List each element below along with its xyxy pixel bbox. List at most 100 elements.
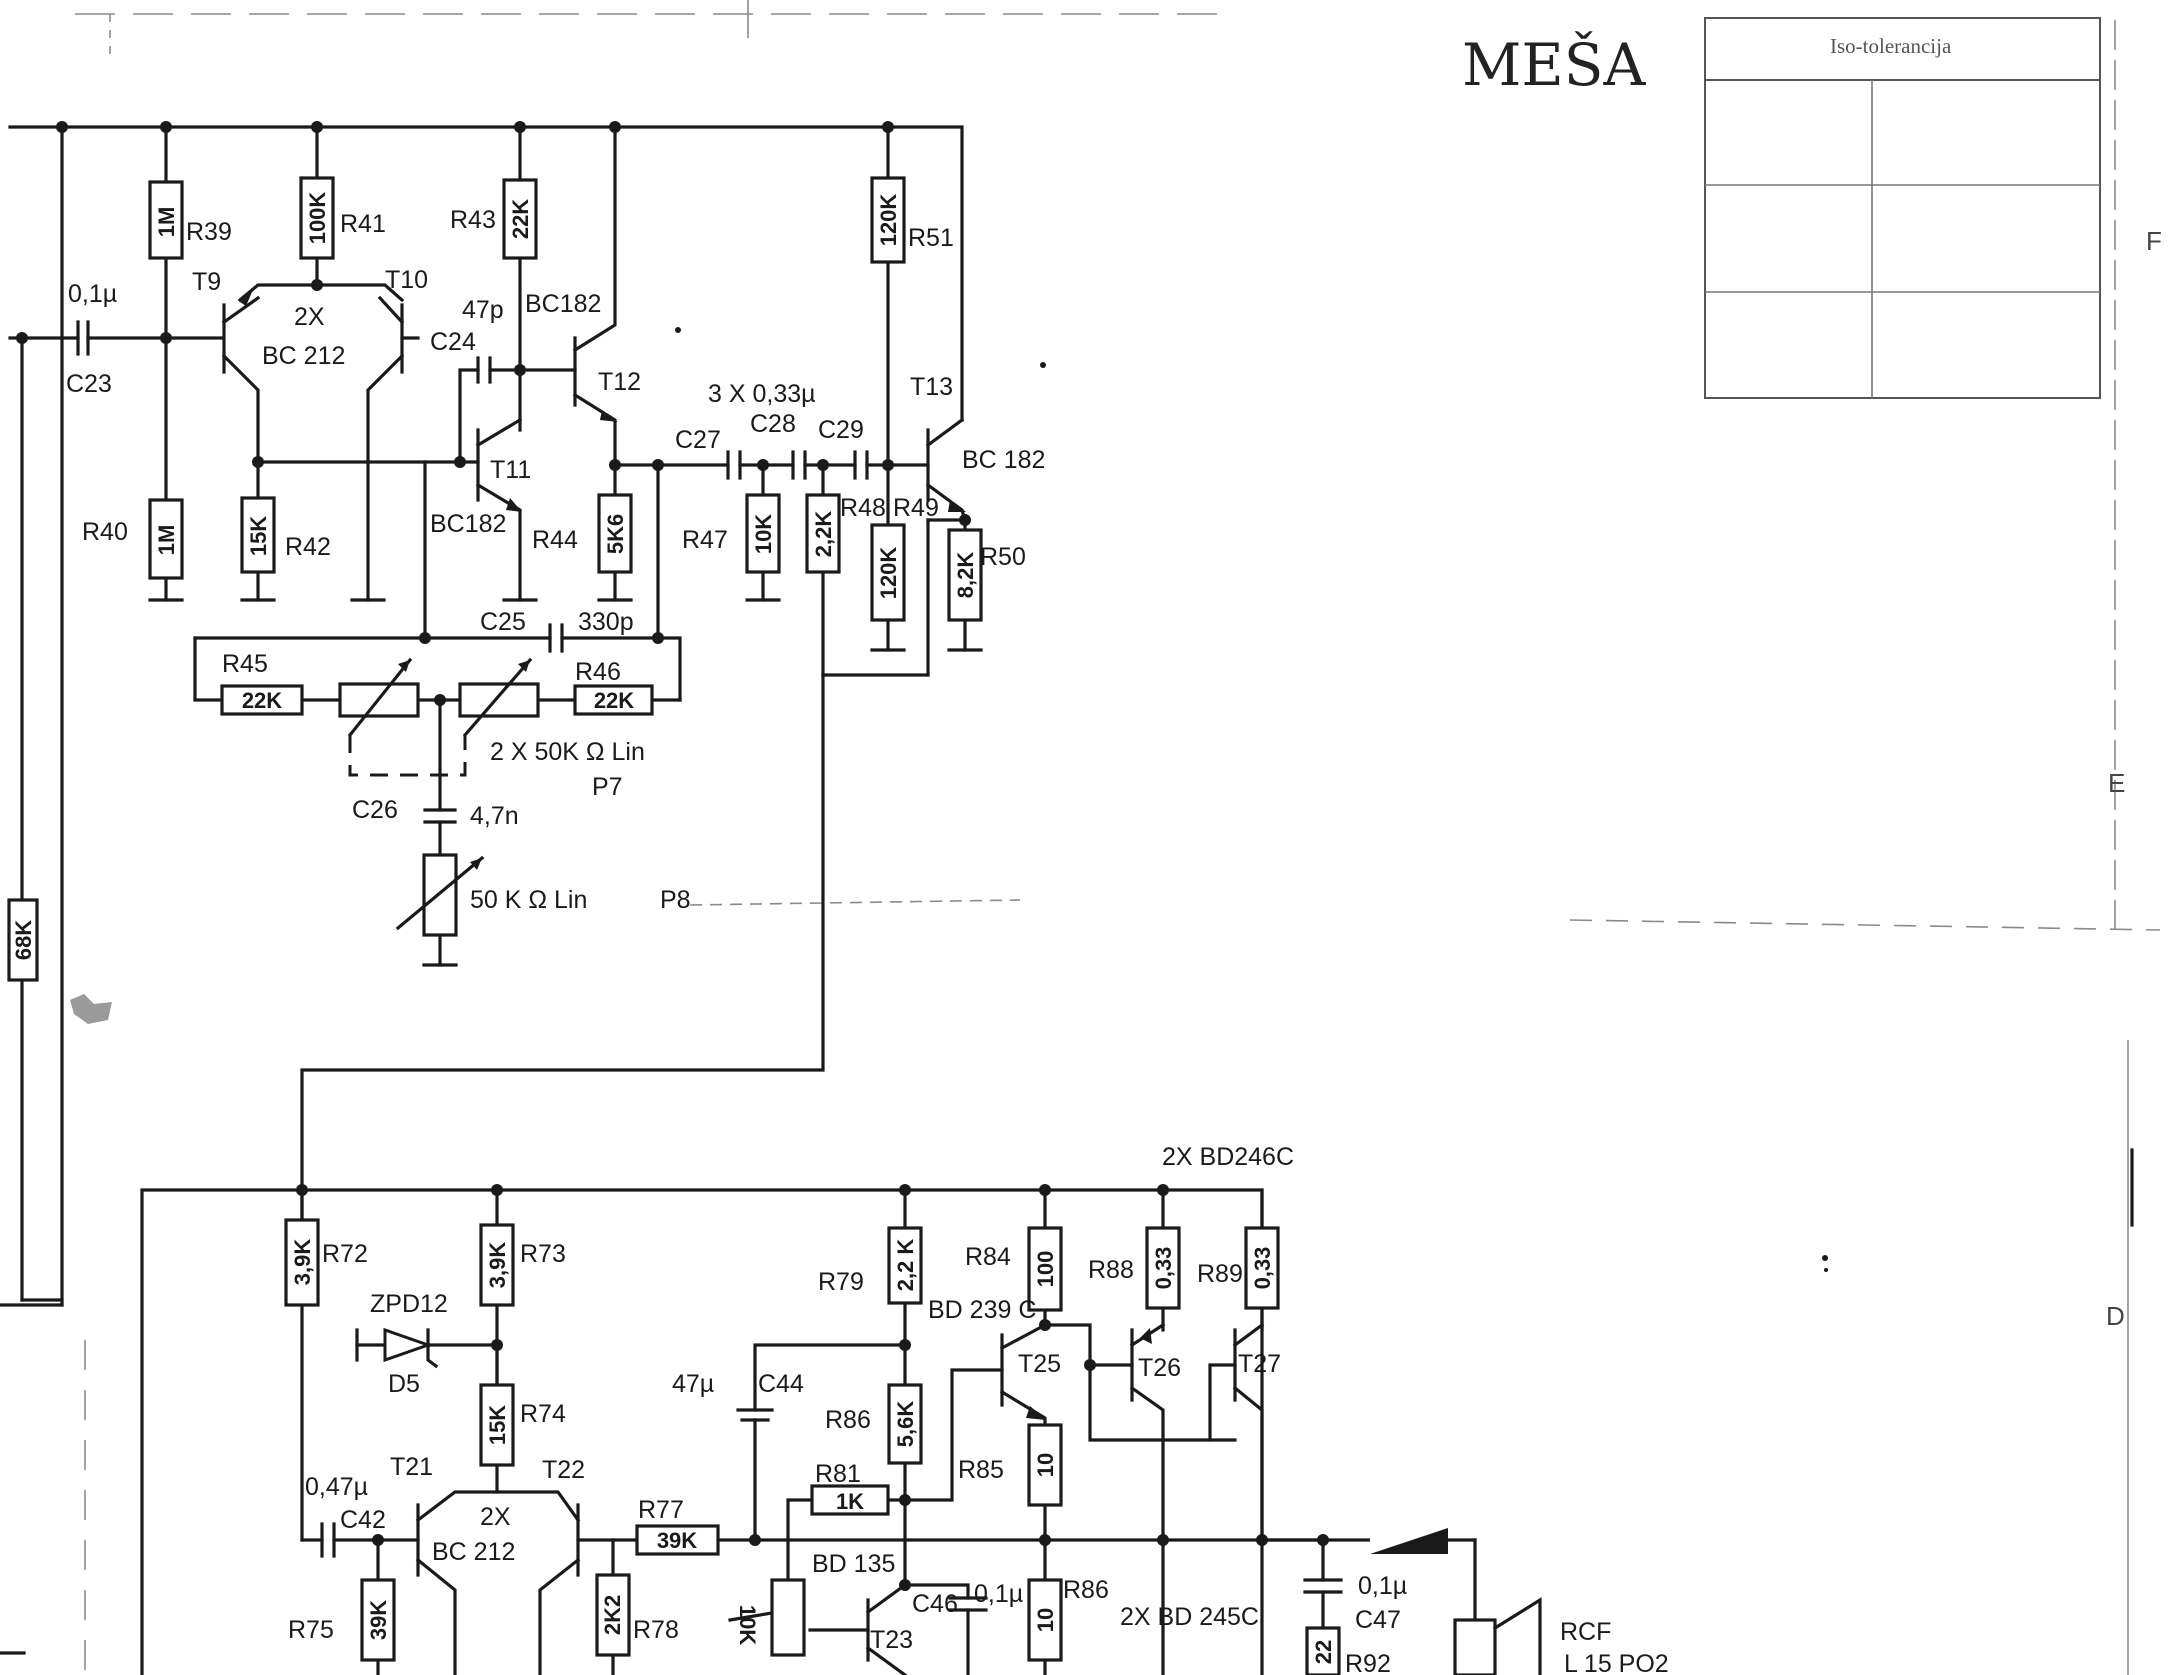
r42-ref: R42 — [285, 533, 331, 561]
pair-bottom-type: BC 212 — [432, 1538, 515, 1566]
r44-ref: R44 — [532, 526, 578, 554]
r73-value: 3,9K — [485, 1242, 510, 1289]
r42-value: 15K — [246, 516, 271, 556]
r89-ref: R89 — [1197, 1260, 1243, 1288]
trim-10k-value: 10K — [735, 1605, 760, 1645]
speaker-brand: RCF — [1560, 1618, 1611, 1646]
r43-value: 22K — [508, 199, 533, 239]
c29-ref: C29 — [818, 416, 864, 444]
r77-ref: R77 — [638, 1496, 684, 1524]
c27-29-value: 3 X 0,33µ — [708, 380, 816, 408]
r49-value: 120K — [876, 547, 901, 600]
r47-ref: R47 — [682, 526, 728, 554]
p8-ref: P8 — [660, 886, 691, 914]
c46-value: 0,1µ — [974, 1580, 1023, 1608]
r50-value: 8,2K — [953, 552, 978, 599]
t11-type: BC182 — [430, 510, 506, 538]
t21-ref: T21 — [390, 1453, 433, 1481]
pair-bottom-count: 2X — [480, 1503, 511, 1531]
edge-mark-d: D — [2106, 1301, 2125, 1331]
table-title: Iso-tolerancija — [1830, 34, 1952, 58]
r39-ref: R39 — [186, 218, 232, 246]
r88-ref: R88 — [1088, 1256, 1134, 1284]
r41-ref: R41 — [340, 210, 386, 238]
c24-ref: C24 — [430, 328, 476, 356]
edge-mark-e: E — [2108, 768, 2125, 798]
capacitor-c23 — [76, 320, 90, 356]
r45-value: 22K — [242, 688, 282, 713]
r75-ref: R75 — [288, 1616, 334, 1644]
edge-mark-f: F — [2146, 226, 2162, 256]
lower-resistors — [284, 1218, 1448, 1675]
r47-value: 10K — [751, 514, 776, 554]
lower-junction-dots — [296, 1184, 1329, 1591]
t13-ref: T13 — [910, 373, 953, 401]
c42-ref: C42 — [340, 1506, 386, 1534]
r46-ref: R46 — [575, 658, 621, 686]
t9-ref: T9 — [192, 268, 221, 296]
c42-value: 0,47µ — [305, 1473, 368, 1501]
r92-value: 22 — [1311, 1640, 1336, 1664]
lower-stage-wiring — [140, 1188, 1542, 1675]
r72-ref: R72 — [322, 1240, 368, 1268]
r40-ref: R40 — [82, 518, 128, 546]
r84-value: 100 — [1033, 1251, 1058, 1288]
r75-value: 39K — [366, 1600, 391, 1640]
speaker-model: L 15 PO2 — [1564, 1650, 1669, 1675]
t11-ref: T11 — [490, 456, 531, 484]
r40-value: 1M — [154, 525, 179, 556]
t12-ref: T12 — [598, 368, 641, 396]
c26-ref: C26 — [352, 796, 398, 824]
r85-value: 10 — [1033, 1453, 1058, 1477]
c46-ref: C46 — [912, 1590, 958, 1618]
t22-ref: T22 — [542, 1456, 585, 1484]
r86b-ref: R86 — [1063, 1576, 1109, 1604]
d5-type: ZPD12 — [370, 1290, 448, 1318]
c25-ref: C25 — [480, 608, 526, 636]
r46-value: 22K — [594, 688, 634, 713]
t10-ref: T10 — [385, 266, 428, 294]
t23-type: BD 135 — [812, 1550, 895, 1578]
r84-ref: R84 — [965, 1243, 1011, 1271]
r88-value: 0,33 — [1151, 1247, 1176, 1290]
r44-value: 5K6 — [603, 514, 628, 554]
r41-value: 100K — [305, 192, 330, 245]
p8-value: 50 K Ω Lin — [470, 886, 587, 914]
r51-ref: R51 — [908, 224, 954, 252]
t12-type: BC182 — [525, 290, 601, 318]
r81-value: 1K — [836, 1489, 864, 1514]
t23-ref: T23 — [870, 1626, 913, 1654]
r81-ref: R81 — [815, 1460, 861, 1488]
r85-ref: R85 — [958, 1456, 1004, 1484]
c26-value: 4,7n — [470, 802, 519, 830]
r72-value: 3,9K — [290, 1239, 315, 1286]
r89-value: 0,33 — [1250, 1247, 1275, 1290]
c23-ref: C23 — [66, 370, 112, 398]
t26-27-type: 2X BD246C — [1162, 1143, 1294, 1171]
pair-top-count: 2X — [294, 303, 325, 331]
t25-type: BD 239 C — [928, 1296, 1036, 1324]
potentiometer-arrows — [347, 657, 533, 931]
t26-ref: T26 — [1138, 1354, 1181, 1382]
c27-ref: C27 — [675, 426, 721, 454]
r51-value: 120K — [876, 194, 901, 247]
c47-value: 0,1µ — [1358, 1572, 1407, 1600]
c28-ref: C28 — [750, 410, 796, 438]
t27-ref: T27 — [1238, 1350, 1281, 1378]
p7-value: 2 X 50K Ω Lin — [490, 738, 645, 766]
tolerance-table: Iso-tolerancija — [1704, 17, 2101, 399]
r86a-ref: R86 — [825, 1406, 871, 1434]
upper-resistors — [7, 176, 983, 982]
r39-value: 1M — [154, 207, 179, 238]
r79-ref: R79 — [818, 1268, 864, 1296]
d5-ref: D5 — [388, 1370, 420, 1398]
r74-ref: R74 — [520, 1400, 566, 1428]
r74-value: 15K — [485, 1405, 510, 1445]
r79-value: 2,2 K — [893, 1239, 918, 1292]
r77-value: 39K — [657, 1528, 697, 1553]
r78-ref: R78 — [633, 1616, 679, 1644]
r92-ref: R92 — [1345, 1650, 1391, 1675]
c47-ref: C47 — [1355, 1606, 1401, 1634]
